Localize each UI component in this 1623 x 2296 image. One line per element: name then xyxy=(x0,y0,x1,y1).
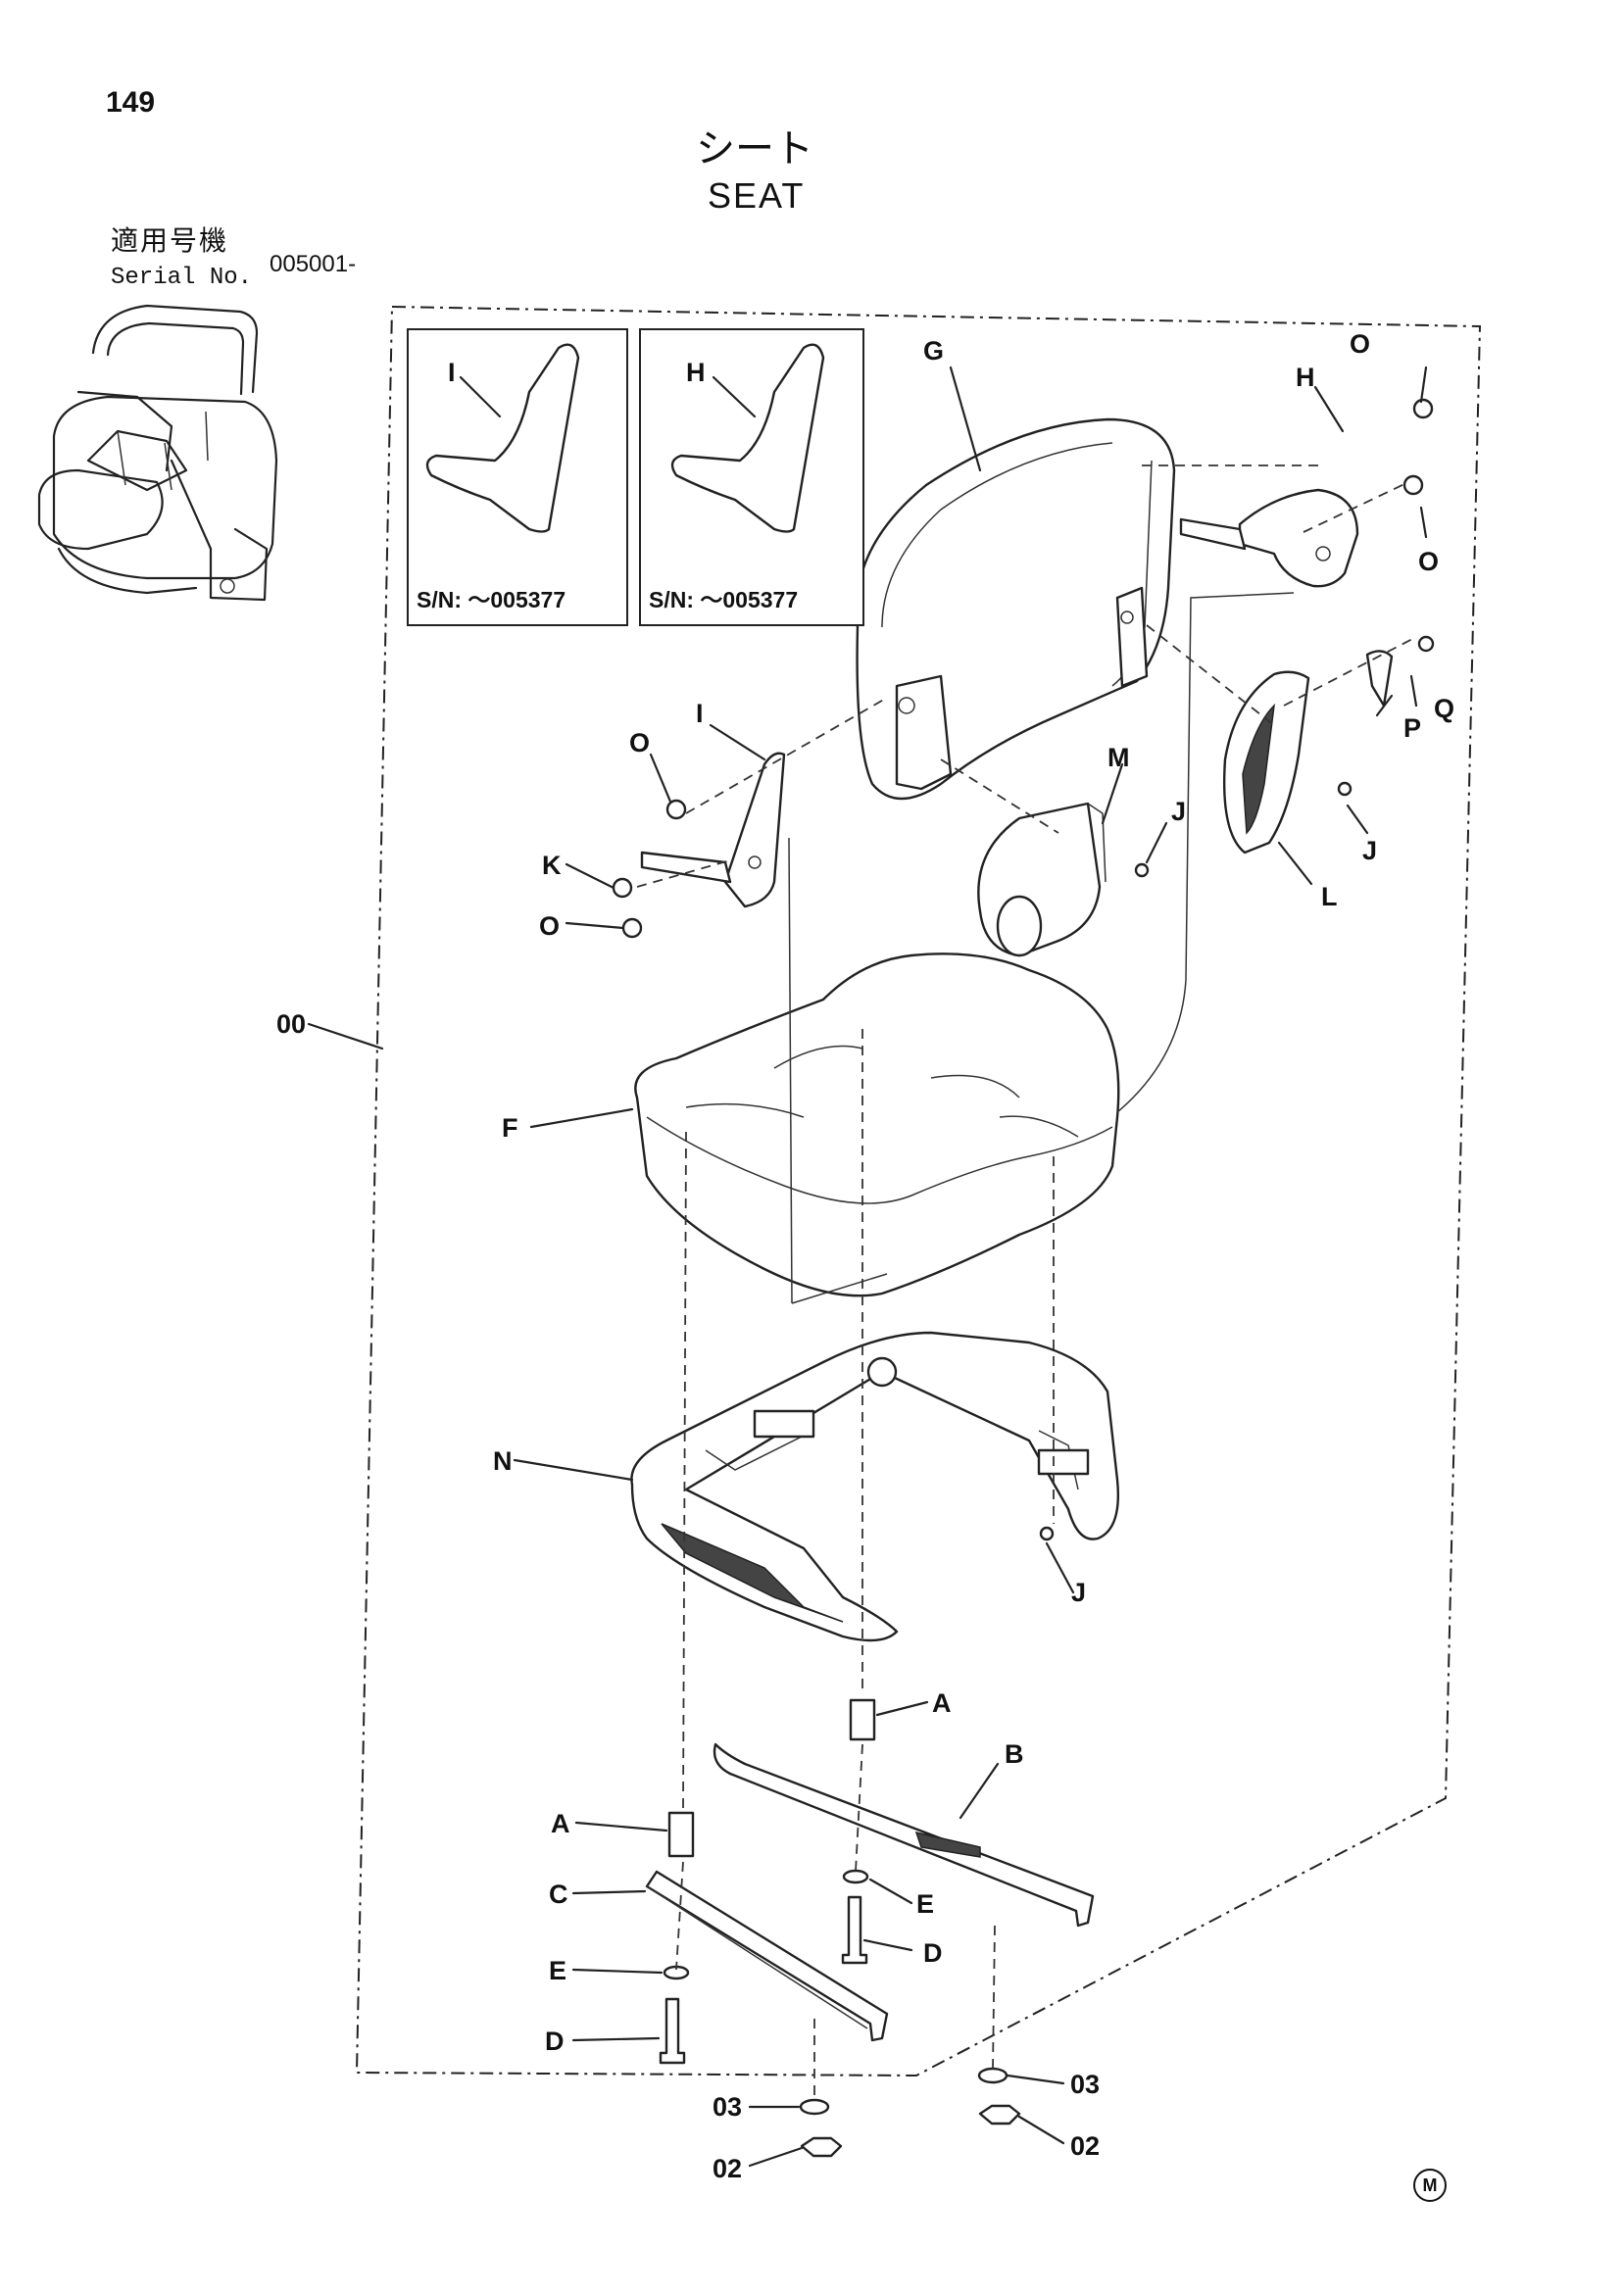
callout-label: J xyxy=(1071,1578,1087,1607)
footer-circled-mark: M xyxy=(1413,2169,1447,2202)
bracket-i-part xyxy=(640,752,786,908)
callout-leaders xyxy=(307,366,1428,2168)
callout-label: J xyxy=(1171,797,1187,826)
callout-label: I xyxy=(696,699,704,728)
callout-label: 03 xyxy=(713,2092,743,2122)
slide-rail-right xyxy=(713,1742,1095,1928)
serial-number-value: 005001- xyxy=(270,251,357,277)
callout-label: A xyxy=(932,1688,952,1718)
assembly-boundary xyxy=(355,305,1482,2077)
callout-label: D xyxy=(545,2027,565,2056)
callout-label: O xyxy=(1350,329,1371,359)
inset-serial-range: S/N: ～005377 xyxy=(417,587,566,612)
title-english: SEAT xyxy=(708,175,806,216)
inset-panel-bracket-h: S/N: ～005377 xyxy=(639,328,864,626)
washer-03-right xyxy=(977,2067,1008,2084)
inset-label-h: H xyxy=(686,358,706,387)
machine-thumbnail xyxy=(37,304,278,602)
callout-label: C xyxy=(549,1880,568,1909)
nut-02-left xyxy=(800,2136,843,2158)
callout-label: K xyxy=(542,851,562,880)
washer-03-left xyxy=(799,2098,830,2116)
callout-label: F xyxy=(502,1113,518,1143)
inset-panel-bracket-i: S/N: ～005377 xyxy=(407,328,628,626)
callout-label: N xyxy=(493,1446,513,1476)
nut-02-right xyxy=(978,2104,1021,2125)
callout-label: P xyxy=(1403,713,1422,743)
backrest-part xyxy=(855,417,1176,801)
page-number: 149 xyxy=(106,86,156,119)
armrest-m-part xyxy=(977,802,1107,957)
armrest-l-part xyxy=(1222,670,1310,855)
callout-label: D xyxy=(923,1938,943,1968)
callout-label: 02 xyxy=(713,2154,743,2183)
serial-label-japanese: 適用号機 xyxy=(111,224,229,257)
callout-label: Q xyxy=(1434,694,1455,723)
slide-rail-left xyxy=(645,1870,889,2042)
spacer-a-upper xyxy=(849,1698,876,1741)
inset-label-i: I xyxy=(448,358,456,387)
callout-label: O xyxy=(1418,547,1440,576)
callout-label: O xyxy=(539,911,561,941)
spacer-a-lower xyxy=(667,1811,695,1858)
bolt-heads xyxy=(612,398,1435,1541)
callout-label: A xyxy=(551,1809,570,1838)
callout-label: B xyxy=(1005,1739,1024,1769)
bracket-h-part xyxy=(1179,488,1359,588)
assembly-lines xyxy=(636,464,1417,2102)
callout-label: 00 xyxy=(276,1009,307,1039)
bolt-d-right xyxy=(841,1895,868,1965)
callout-label: H xyxy=(1296,363,1315,392)
callout-label: G xyxy=(923,336,945,366)
callout-label: L xyxy=(1321,882,1338,911)
title-japanese: シート xyxy=(696,126,813,171)
seat-cushion-part xyxy=(634,953,1120,1297)
callout-label: E xyxy=(549,1956,567,1985)
callout-label: M xyxy=(1107,743,1130,772)
seat-pan-part xyxy=(630,1331,1119,1642)
serial-label-english: Serial No. xyxy=(111,265,253,291)
callout-label: 03 xyxy=(1070,2070,1101,2099)
callout-label: E xyxy=(916,1889,935,1919)
inset-serial-range: S/N: ～005377 xyxy=(649,587,799,612)
washer-e-right xyxy=(842,1869,869,1884)
bolt-d-left xyxy=(659,1997,686,2065)
callout-label: O xyxy=(629,728,651,757)
callout-label: 02 xyxy=(1070,2131,1101,2161)
callout-label: J xyxy=(1362,836,1378,865)
